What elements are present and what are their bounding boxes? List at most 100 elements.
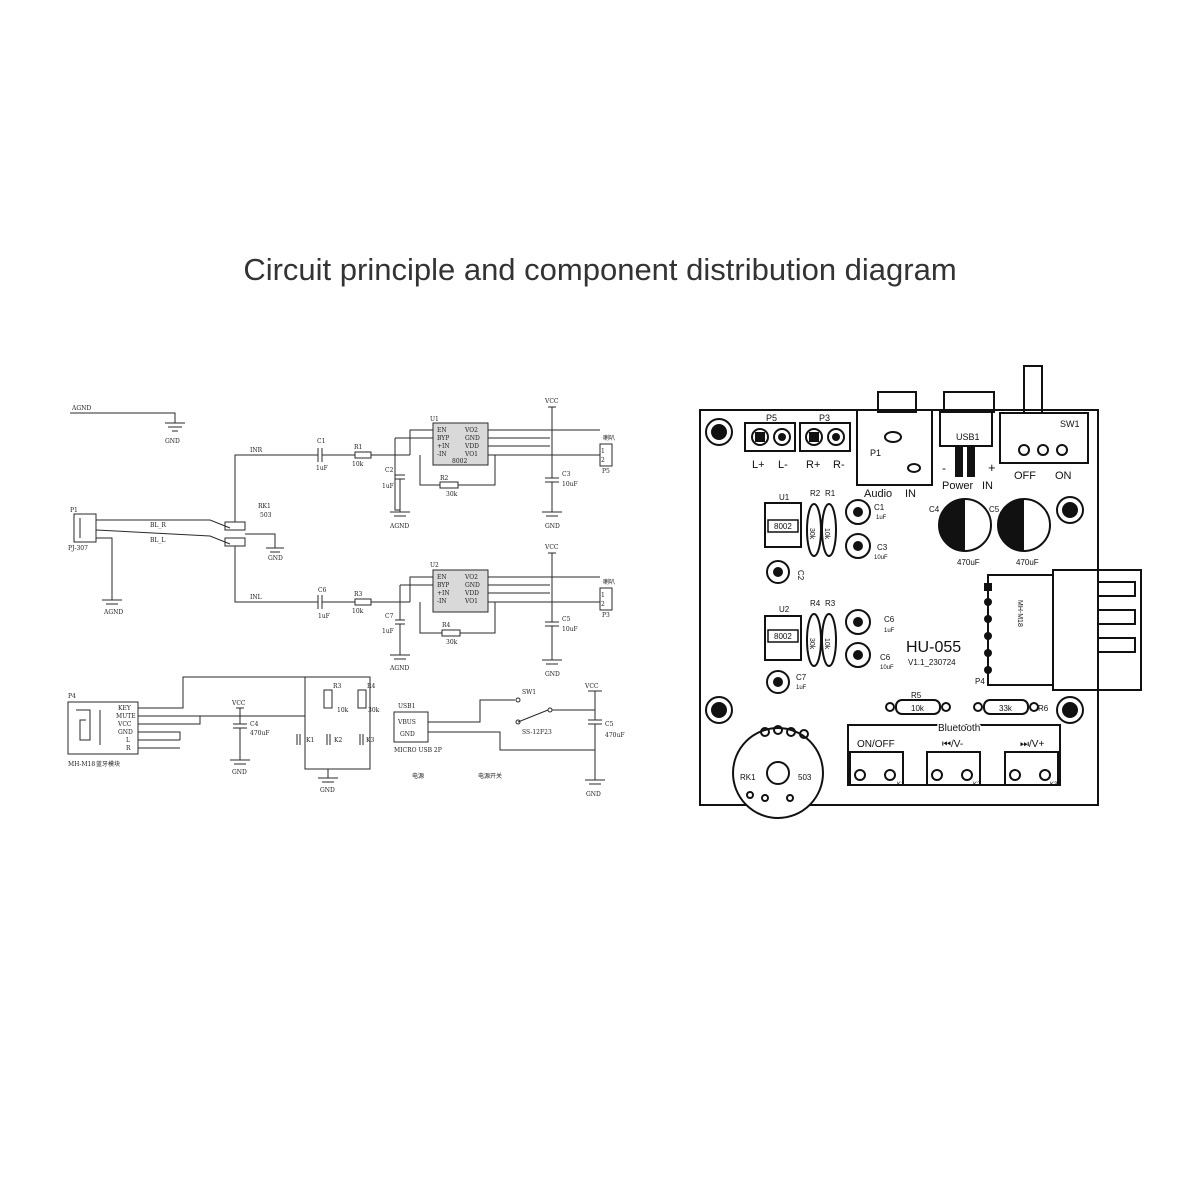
pcb-sw1-label: SW1 bbox=[1060, 419, 1080, 429]
usb-pin-gnd: GND bbox=[400, 731, 415, 738]
pcb-r6-label: R6 bbox=[1038, 704, 1049, 713]
c7-value: 1uF bbox=[382, 628, 394, 635]
u1-pin-byp: BYP bbox=[437, 435, 449, 442]
agnd-label-c7: AGND bbox=[389, 665, 409, 672]
p4-pin-r: R bbox=[126, 745, 131, 752]
pcb-power-label: Power bbox=[942, 480, 974, 492]
r4-label: R4 bbox=[442, 622, 451, 629]
pcb-r-plus: R+ bbox=[806, 459, 820, 471]
vcc-label-bt: VCC bbox=[231, 700, 246, 707]
speaker-label-bottom: 喇叭 bbox=[603, 578, 615, 586]
p4-pin-key: KEY bbox=[118, 705, 132, 712]
pcb-c8-value: 10uF bbox=[880, 665, 894, 671]
r4-value: 30k bbox=[446, 639, 458, 646]
pcb-c7-label: C7 bbox=[796, 673, 807, 682]
pcb-r4-label: R4 bbox=[810, 599, 821, 608]
pcb-p4-label: P4 bbox=[975, 677, 985, 686]
key-button-ladder: R3 10k R4 30k K1 K2 K3 GND bbox=[296, 676, 380, 794]
u1-chip-label: 8002 bbox=[452, 458, 467, 465]
svg-text:2: 2 bbox=[601, 457, 605, 464]
rk1-potentiometer: RK1 503 GND bbox=[224, 454, 318, 603]
p3-label-sch: P3 bbox=[602, 612, 610, 619]
p4-pin-mute: MUTE bbox=[116, 713, 136, 720]
pcb-rk1-label: RK1 bbox=[740, 773, 756, 782]
inl-label: INL bbox=[250, 594, 262, 601]
p4-pin-gnd: GND bbox=[118, 729, 133, 736]
pcb-off-label: OFF bbox=[1014, 470, 1036, 482]
gnd-label-keys: GND bbox=[320, 787, 335, 794]
inr-label: INR bbox=[250, 447, 263, 454]
pcb-c1-value: 1uF bbox=[876, 515, 887, 521]
amp-channel-top: INR C1 1uF R1 10k U1 EN BYP +IN -IN VO2 … bbox=[250, 398, 615, 530]
c5-value-power: 470uF bbox=[605, 732, 624, 739]
pcb-audio-label: Audio bbox=[864, 488, 892, 500]
u1-pin-vdd: VDD bbox=[464, 443, 479, 450]
pcb-k1-label: K1 bbox=[897, 782, 905, 788]
rk1-label: RK1 bbox=[258, 503, 271, 510]
mount-hole-tr bbox=[1056, 496, 1084, 524]
pcb-u2-chip: 8002 bbox=[774, 632, 792, 641]
sw-part-label: SS-12F23 bbox=[522, 729, 552, 736]
svg-text:1: 1 bbox=[601, 448, 605, 455]
p4-label-sch: P4 bbox=[68, 693, 76, 700]
p5-label-sch: P5 bbox=[602, 468, 610, 475]
agnd-label-c2: AGND bbox=[389, 523, 409, 530]
bt-module-label-sch: MH-M18 bbox=[68, 761, 95, 768]
gnd-label-power: GND bbox=[586, 791, 601, 798]
u1-pin-vo1: VO1 bbox=[464, 451, 478, 458]
r-ladder-1-label: R3 bbox=[333, 683, 342, 690]
pcb-c4-value: 470uF bbox=[957, 558, 980, 567]
gnd-label-c5: GND bbox=[545, 671, 560, 678]
pcb-r3-label: R3 bbox=[825, 599, 836, 608]
u2-pin-vdd: VDD bbox=[464, 590, 479, 597]
pcb-key-k1 bbox=[849, 751, 904, 786]
svg-text:2: 2 bbox=[601, 601, 605, 608]
pcb-btn-onoff-label: ON/OFF bbox=[857, 739, 895, 750]
r2-value: 30k bbox=[446, 491, 458, 498]
pcb-l-minus: L- bbox=[778, 459, 788, 471]
mount-hole-bl bbox=[705, 696, 733, 724]
r3-value: 10k bbox=[352, 608, 364, 615]
u1-pin-vo2: VO2 bbox=[464, 427, 478, 434]
pcb-r2-value: 30k bbox=[808, 528, 815, 540]
p4-pin-l: L bbox=[126, 737, 130, 744]
gnd-label: GND bbox=[165, 438, 180, 445]
pcb-c5-value: 470uF bbox=[1016, 558, 1039, 567]
pcb-bluetooth-label: Bluetooth bbox=[938, 723, 980, 734]
gnd-label-c4: GND bbox=[232, 769, 247, 776]
pcb-r4-value: 30k bbox=[808, 638, 815, 650]
u1-pin-pin: +IN bbox=[437, 443, 450, 450]
pcb-p1-label: P1 bbox=[870, 448, 881, 458]
pcb-u1-chip: 8002 bbox=[774, 522, 792, 531]
c5-label-sch: C5 bbox=[562, 616, 571, 623]
svg-text:+: + bbox=[988, 460, 996, 475]
c5-label-power: C5 bbox=[605, 721, 614, 728]
pcb-board: P5 P3 L+ L- R+ R- P1 Audio IN USB1 - + P… bbox=[699, 365, 1142, 819]
pcb-r1-label: R1 bbox=[825, 489, 836, 498]
c4-value-sch: 470uF bbox=[250, 730, 269, 737]
vcc-label-power: VCC bbox=[584, 683, 599, 690]
key-k2-label: K2 bbox=[334, 737, 342, 744]
pcb-c8-label: C6 bbox=[880, 653, 891, 662]
vcc-label-mid: VCC bbox=[544, 544, 559, 551]
p1-label: P1 bbox=[70, 507, 78, 514]
pcb-r5-value: 10k bbox=[911, 704, 925, 713]
pcb-btn-prev-label: ⏮/V- bbox=[942, 739, 963, 750]
u1-pin-en: EN bbox=[437, 427, 447, 434]
pcb-k2-label: K2 bbox=[973, 782, 981, 788]
r3-label: R3 bbox=[354, 591, 363, 598]
pcb-u2-label: U2 bbox=[779, 605, 790, 614]
u2-pin-en: EN bbox=[437, 574, 447, 581]
pcb-r-minus: R- bbox=[833, 459, 845, 471]
pcb-bt-module-label: MH-M18 bbox=[1016, 600, 1023, 627]
usb1-label-sch: USB1 bbox=[398, 703, 415, 710]
mount-hole-br bbox=[1056, 696, 1084, 724]
speaker-label-top: 喇叭 bbox=[603, 434, 615, 442]
svg-text:1: 1 bbox=[601, 592, 605, 599]
r-ladder-1-value: 10k bbox=[337, 707, 349, 714]
c1-value: 1uF bbox=[316, 465, 328, 472]
pcb-key-k3 bbox=[1004, 751, 1059, 786]
sw1-label-sch: SW1 bbox=[522, 689, 536, 696]
rk1-value: 503 bbox=[260, 512, 272, 519]
usb-pin-vbus: VBUS bbox=[397, 719, 416, 726]
